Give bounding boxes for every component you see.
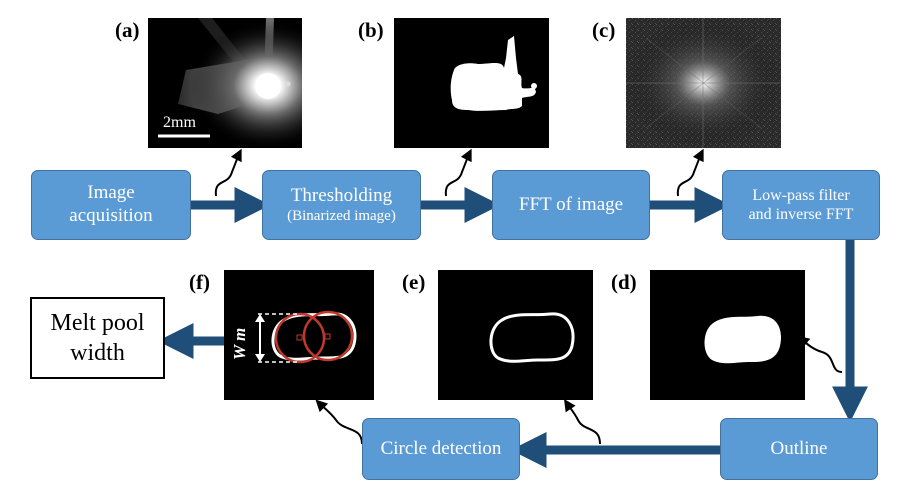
- step-lowpass-line1: Low-pass filter: [752, 186, 850, 204]
- step-outline-line1: Outline: [770, 437, 828, 459]
- pointer-f: [315, 399, 363, 445]
- step-lowpass-line2: and inverse FFT: [748, 206, 854, 223]
- result-line2: width: [70, 340, 125, 366]
- step-lowpass-inverse-fft: Low-pass filter and inverse FFT: [722, 170, 880, 240]
- pointer-a: [214, 148, 242, 197]
- step-acquisition-line2: acquisition: [69, 205, 153, 226]
- panel-d-graphic: [704, 315, 782, 364]
- panel-label-d: (d): [611, 270, 637, 294]
- panel-label-a: (a): [115, 18, 140, 42]
- panel-e-image: [438, 270, 593, 400]
- dimension-label-wm: W m: [230, 327, 249, 360]
- step-image-acquisition: Image acquisition: [31, 170, 191, 240]
- step-thresholding-line2: (Binarized image): [287, 208, 396, 225]
- step-thresholding: Thresholding (Binarized image): [262, 170, 421, 240]
- step-circle-line1: Circle detection: [380, 437, 502, 459]
- result-melt-pool-width: Melt pool width: [30, 297, 165, 379]
- pointer-e: [564, 399, 601, 445]
- result-line1: Melt pool: [50, 310, 145, 336]
- panel-e-graphic: [489, 312, 575, 363]
- step-outline: Outline: [720, 418, 878, 480]
- panel-label-b: (b): [358, 18, 384, 42]
- pointer-b: [444, 148, 472, 197]
- step-circle-detection: Circle detection: [362, 418, 520, 480]
- panel-c-image: [626, 18, 781, 148]
- pointer-c: [676, 148, 704, 197]
- scale-bar-label: 2mm: [163, 114, 196, 131]
- panel-label-f: (f): [189, 270, 210, 294]
- step-thresholding-line1: Thresholding: [290, 184, 393, 206]
- panel-c-graphic: [626, 18, 781, 148]
- panel-b-image: [394, 18, 549, 148]
- panel-a-graphic: [148, 18, 302, 148]
- panel-label-c: (c): [592, 18, 616, 42]
- pointer-d: [797, 335, 843, 373]
- panel-b-graphic: [450, 36, 537, 111]
- panel-a-image: 2mm: [148, 18, 302, 148]
- step-acquisition-line1: Image: [87, 182, 135, 204]
- step-fft: FFT of image: [492, 170, 650, 240]
- panel-f-image: W m: [224, 270, 374, 400]
- panel-label-e: (e): [402, 270, 426, 294]
- step-fft-line1: FFT of image: [518, 193, 624, 215]
- panel-d-image: [650, 270, 805, 400]
- panel-f-graphic: [255, 310, 357, 364]
